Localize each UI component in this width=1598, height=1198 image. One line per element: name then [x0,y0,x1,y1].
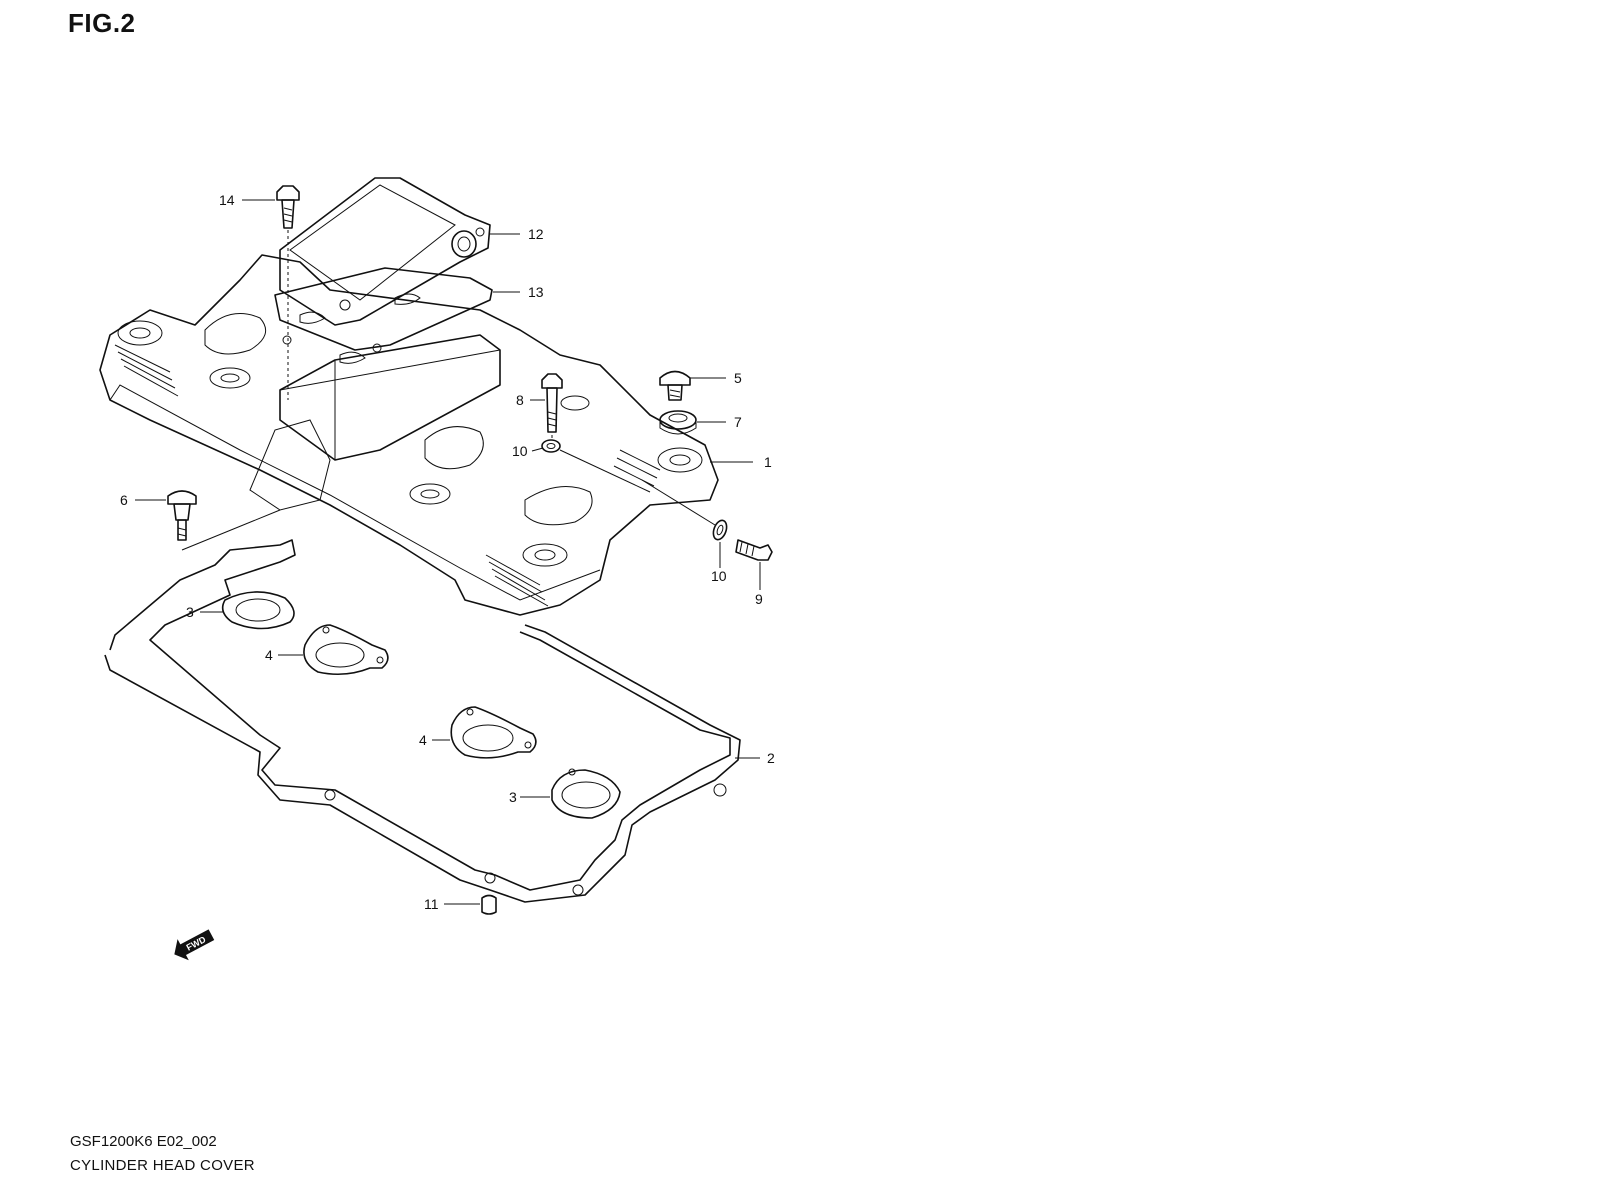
callout-14: 14 [219,192,235,208]
grommet-5 [659,370,691,401]
callout-6: 6 [120,492,128,508]
callout-3b: 3 [509,789,517,805]
model-code: GSF1200K6 E02_002 [70,1133,217,1150]
bolt-6 [167,490,197,541]
bolt-14 [276,185,300,229]
dowel-pin-11 [481,894,497,915]
bolt-8 [541,373,563,433]
cylinder-head-cover [99,254,719,616]
callout-5: 5 [734,370,742,386]
plug-hole-gasket-4a [303,624,389,676]
plug-hole-gasket-3a [221,591,295,630]
washer-10-upper [541,439,561,453]
leader-lines [135,199,761,905]
callout-7: 7 [734,414,742,430]
callout-12: 12 [528,226,544,242]
callout-8: 8 [516,392,524,408]
callout-13: 13 [528,284,544,300]
callout-2: 2 [767,750,775,766]
head-cover-gasket [104,539,741,903]
callout-10a: 10 [512,443,528,459]
diagram-name: CYLINDER HEAD COVER [70,1157,255,1174]
figure-title: FIG.2 [68,8,136,38]
washer-10-lower [712,519,728,541]
bolt-9 [735,539,773,561]
fwd-arrow-icon: FWD [174,929,215,961]
callout-11: 11 [424,896,439,912]
breather-gasket [274,267,493,364]
callout-labels: 1 2 3 3 4 4 5 6 7 8 9 10 10 11 12 13 14 [120,192,775,912]
callout-3a: 3 [186,604,194,620]
callout-4b: 4 [419,732,427,748]
callout-1: 1 [764,454,772,470]
callout-9: 9 [755,591,763,607]
plug-hole-gasket-4b [450,706,537,759]
breather-cover [279,177,491,326]
callout-10b: 10 [711,568,727,584]
plug-hole-gasket-3b [551,768,621,819]
callout-4a: 4 [265,647,273,663]
seal-washer-7 [659,410,697,435]
